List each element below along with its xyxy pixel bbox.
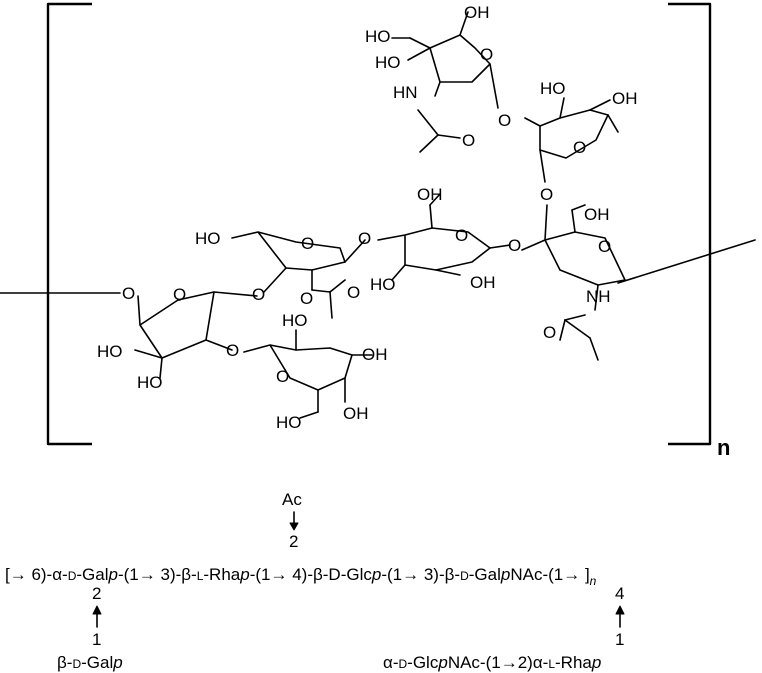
atom-o-gal-ring: O	[173, 285, 186, 304]
atom-ho-glcnac-4: HO	[365, 27, 391, 46]
sequence-notation: Ac 2 [→ 6)-α-D-Galp-(1→ 3)-β-L-Rhap-(1→ …	[5, 490, 625, 672]
atom-o-bgal-ring: O	[276, 367, 289, 386]
backbone-bonds	[0, 239, 756, 294]
atom-o-glcnac-ring: O	[480, 45, 493, 64]
atom-oh-branch-rha-3: OH	[612, 89, 638, 108]
atom-o-rha-2: O	[300, 289, 313, 308]
sequence-gal-branch: β-D-Galp	[57, 653, 123, 672]
atom-o-galnac-3: O	[540, 185, 553, 204]
atom-oh-bgal-2: OH	[343, 404, 369, 423]
atom-o-glycosidic-rha-glc: O	[358, 229, 371, 248]
atom-oh-glcnac-6: OH	[464, 3, 490, 22]
sequence-ac-label: Ac	[282, 490, 302, 509]
atom-o-acetyl-carbonyl: O	[347, 283, 360, 302]
sequence-rha-position: 2	[289, 532, 298, 551]
atom-oh-glc-6: OH	[417, 185, 443, 204]
atom-ho-branch-rha-4: HO	[540, 79, 566, 98]
atom-o-branch-rha-ring: O	[573, 138, 586, 157]
glucose-ring	[377, 193, 511, 281]
repeat-bracket-right	[668, 2, 712, 446]
atom-o-gal-6: O	[122, 284, 135, 303]
atom-oh-galnac-6: OH	[584, 205, 610, 224]
sequence-gal-linkage: 1	[92, 630, 101, 649]
atom-o-rha-3: O	[252, 285, 265, 304]
repeat-count-label: n	[717, 435, 730, 460]
atom-o-glc-ring: O	[455, 226, 468, 245]
atom-o-glycosidic-glc-galnac: O	[508, 236, 521, 255]
rhamnose-ring	[231, 231, 366, 319]
atom-o-glycosidic-glcnac-rha: O	[498, 111, 511, 130]
atom-o-glcnac-acetamide: O	[462, 131, 475, 150]
atom-ho-bgal-6: HO	[276, 413, 302, 432]
atom-oh-bgal-3: OH	[362, 345, 388, 364]
atom-o-galnac-acetamide: O	[543, 323, 556, 342]
atom-ho-bgal-4: HO	[282, 311, 308, 330]
atom-ho-glcnac-3: HO	[375, 53, 401, 72]
atom-ho-gal-4: HO	[97, 342, 123, 361]
atom-oh-glc-2: OH	[470, 273, 496, 292]
atom-ho-glc-3: HO	[370, 275, 396, 294]
sequence-gal-position: 2	[92, 584, 101, 603]
atom-ho-rha-4: HO	[195, 229, 221, 248]
atom-ho-gal-3: HO	[137, 373, 163, 392]
galnac-ring	[521, 204, 626, 361]
atom-o-rha-ring: O	[301, 234, 314, 253]
sequence-disaccharide-branch: α-D-GlcpNAc-(1→2)α-L-Rhap	[383, 653, 601, 672]
repeat-bracket-left	[46, 2, 92, 446]
branch-rhamnose-ring	[524, 97, 619, 183]
galactose-ring	[134, 291, 258, 379]
atom-o-galnac-ring: O	[598, 237, 611, 256]
atom-nh-galnac: NH	[586, 287, 611, 306]
atom-o-gal-2: O	[226, 341, 239, 360]
glcnac-ring	[391, 11, 499, 153]
sequence-main-line: [→ 6)-α-D-Galp-(1→ 3)-β-L-Rhap-(1→ 4)-β-…	[5, 565, 597, 588]
beta-galactose-branch-ring	[243, 329, 373, 419]
sequence-galnac-linkage: 1	[615, 630, 624, 649]
atom-hn-glcnac: HN	[393, 83, 418, 102]
sequence-galnac-position: 4	[615, 584, 624, 603]
